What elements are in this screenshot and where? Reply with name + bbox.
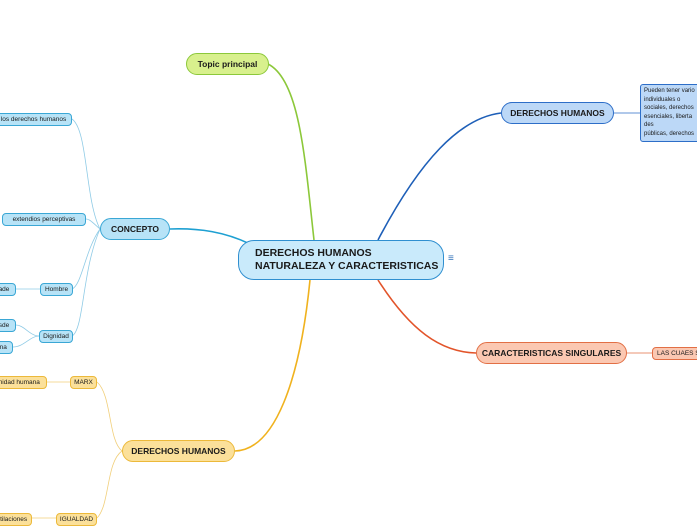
link-hombre <box>71 228 101 290</box>
link-igualdad <box>96 450 123 519</box>
topic-caracteristicas-singulares[interactable]: CARACTERISTICAS SINGULARES <box>476 342 627 364</box>
note-derechos-humanos[interactable]: Pueden tener vario individuales o social… <box>640 84 697 142</box>
topic-derechos-humanos-bottom[interactable]: DERECHOS HUMANOS <box>122 440 235 462</box>
topic-principal[interactable]: Topic principal <box>186 53 269 75</box>
subtopic-ana[interactable]: ana <box>0 341 13 354</box>
link-derechos-bottom <box>234 279 311 452</box>
subtopic-extendidos[interactable]: extendios perceptivas <box>2 213 86 226</box>
link-derechos-right <box>377 112 502 241</box>
subtopic-sde[interactable]: sde <box>0 319 16 332</box>
topic-derechos-humanos-right[interactable]: DERECHOS HUMANOS <box>501 102 614 124</box>
link-dignidad <box>71 228 101 337</box>
note-line: des <box>644 122 654 128</box>
central-topic-line2: NATURALEZA Y CARACTERISTICAS <box>255 260 439 272</box>
subtopic-ade[interactable]: ade <box>0 283 16 296</box>
subtopic-concepto-de-derechos[interactable]: de los derechos humanos <box>0 113 72 126</box>
note-line: individuales o <box>644 96 681 103</box>
subtopic-hombre[interactable]: Hombre <box>40 283 73 296</box>
subtopic-marx[interactable]: MARX <box>70 376 97 389</box>
central-topic-line1: DERECHOS HUMANOS <box>255 247 372 259</box>
link-marx <box>96 381 123 452</box>
note-line: Pueden tener vario <box>644 88 695 94</box>
note-line: esenciales, liberta <box>644 113 693 120</box>
central-topic[interactable]: DERECHOS HUMANOS NATURALEZA Y CARACTERIS… <box>238 240 444 280</box>
link-topic-principal <box>267 63 315 241</box>
subtopic-dignidad[interactable]: Dignidad <box>39 330 73 343</box>
note-line: sociales, derechos <box>644 105 694 111</box>
subtopic-las-cuales[interactable]: LAS CUAES SO <box>652 347 697 360</box>
menu-lines-icon[interactable]: ≡ <box>448 253 454 264</box>
subtopic-dignidad-humana[interactable]: gnidad humana <box>0 376 47 389</box>
note-line: públicas, derechos <box>644 130 695 137</box>
link-concepto <box>169 228 251 245</box>
link-ana <box>12 335 40 348</box>
link-sde <box>15 324 40 337</box>
link-extendidos <box>85 218 101 230</box>
link-caracteristicas <box>377 279 477 354</box>
link-concepto-de <box>66 118 101 230</box>
topic-concepto[interactable]: CONCEPTO <box>100 218 170 240</box>
